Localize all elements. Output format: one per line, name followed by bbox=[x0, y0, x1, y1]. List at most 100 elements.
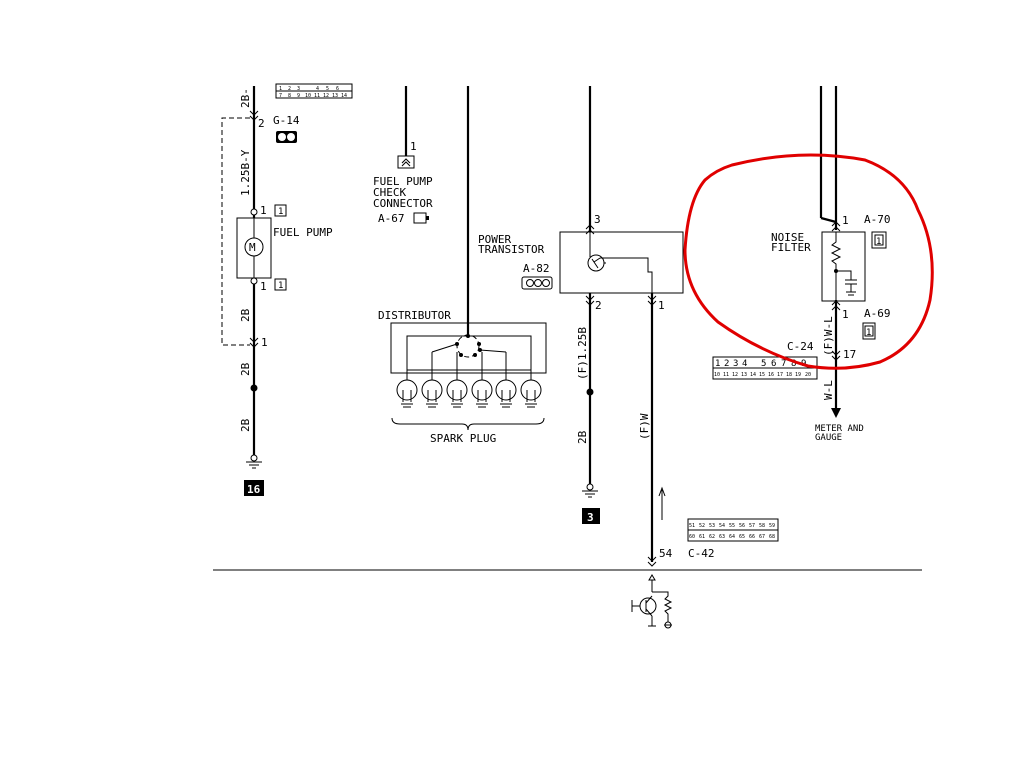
svg-text:7: 7 bbox=[781, 359, 786, 369]
distributor-inner-frame bbox=[406, 335, 532, 371]
svg-text:1: 1 bbox=[410, 140, 417, 153]
svg-text:10: 10 bbox=[305, 93, 311, 99]
ground-code-badge-left bbox=[244, 480, 264, 496]
svg-text:16: 16 bbox=[768, 372, 774, 378]
splice-point-mid bbox=[586, 388, 594, 396]
svg-text:19: 19 bbox=[795, 372, 801, 378]
connector-chevron bbox=[249, 110, 259, 121]
spark-plug-2 bbox=[421, 379, 443, 408]
noise-filter-box bbox=[821, 231, 866, 302]
svg-text:13: 13 bbox=[332, 93, 338, 99]
svg-text:6: 6 bbox=[771, 359, 776, 369]
connector-c42: 54 C-42 51 52 53 54 55 56 57 58 59 60 61… bbox=[647, 518, 779, 567]
svg-text:53: 53 bbox=[709, 523, 715, 529]
connector-a69-icon bbox=[862, 322, 876, 340]
svg-text:8: 8 bbox=[791, 359, 796, 369]
distributor-group: DISTRIBUTOR bbox=[378, 86, 547, 445]
svg-text:1: 1 bbox=[279, 86, 282, 92]
noise-filter-group: 1 A-70 1 NOISE FILTER 1 A-69 1 (F)W-L 17… bbox=[712, 86, 891, 443]
fuel-pump-check-connector: 1 FUEL PUMP CHECK CONNECTOR A-67 bbox=[373, 86, 433, 225]
svg-text:58: 58 bbox=[759, 523, 765, 529]
svg-text:13: 13 bbox=[741, 372, 747, 378]
svg-text:54: 54 bbox=[719, 523, 725, 529]
svg-text:66: 66 bbox=[749, 534, 755, 540]
svg-text:5: 5 bbox=[761, 359, 766, 369]
pin-1c: 1 bbox=[261, 336, 268, 349]
connector-c24-block: 1 2 3 4 5 6 7 8 9 10 11 12 13 14 15 16 1… bbox=[712, 356, 818, 380]
svg-text:1: 1 bbox=[866, 328, 871, 338]
svg-text:3: 3 bbox=[594, 213, 601, 226]
wire-label-2b-low1: 2B bbox=[239, 362, 252, 376]
fuel-pump-label: FUEL PUMP bbox=[273, 226, 333, 239]
svg-text:59: 59 bbox=[769, 523, 775, 529]
splice-point bbox=[250, 384, 258, 392]
wire-label-1-25b-y: 1.25B-Y bbox=[239, 149, 252, 196]
svg-text:1: 1 bbox=[842, 214, 849, 227]
svg-text:CHECK: CHECK bbox=[373, 186, 406, 199]
svg-text:POWER: POWER bbox=[478, 233, 511, 246]
svg-text:57: 57 bbox=[749, 523, 755, 529]
svg-text:3: 3 bbox=[297, 86, 300, 92]
meter-gauge-line1: METER AND bbox=[815, 424, 864, 434]
svg-text:10: 10 bbox=[714, 372, 720, 378]
svg-text:1: 1 bbox=[278, 207, 283, 217]
connector-c42-code: C-42 bbox=[688, 547, 715, 560]
svg-text:1: 1 bbox=[842, 308, 849, 321]
ground-symbol-left bbox=[246, 454, 262, 469]
spark-plug-label: SPARK PLUG bbox=[430, 432, 496, 445]
ground-code-badge-mid bbox=[582, 508, 600, 524]
motor-symbol: M bbox=[249, 241, 256, 254]
svg-text:4: 4 bbox=[742, 359, 747, 369]
meter-arrow bbox=[831, 408, 841, 418]
wire-label-2b-mid: 2B bbox=[239, 308, 252, 322]
svg-text:17: 17 bbox=[843, 348, 856, 361]
spark-plug-brace bbox=[391, 417, 545, 431]
svg-text:60: 60 bbox=[689, 534, 695, 540]
spark-plug-leads bbox=[406, 343, 532, 380]
svg-text:68: 68 bbox=[769, 534, 775, 540]
svg-text:3: 3 bbox=[733, 359, 738, 369]
noise-filter-capacitor bbox=[836, 270, 857, 296]
transistor-symbol bbox=[587, 254, 605, 272]
svg-text:7: 7 bbox=[279, 93, 282, 99]
svg-text:20: 20 bbox=[805, 372, 811, 378]
spark-plug-1 bbox=[396, 379, 418, 408]
ground-symbol-mid bbox=[582, 483, 598, 498]
shield-dashed-line bbox=[221, 117, 250, 346]
svg-text:2: 2 bbox=[288, 86, 291, 92]
svg-text:18: 18 bbox=[786, 372, 792, 378]
red-highlight-circle bbox=[683, 153, 934, 370]
svg-text:65: 65 bbox=[739, 534, 745, 540]
wire-label-f-w-l: (F)W-L bbox=[822, 316, 835, 356]
svg-text:A-82: A-82 bbox=[523, 262, 550, 275]
svg-text:17: 17 bbox=[777, 372, 783, 378]
svg-text:4: 4 bbox=[316, 86, 319, 92]
fuel-pump-circuit: M 1 2 3 4 5 6 7 8 9 10 11 12 13 14 2B- 1… bbox=[221, 83, 353, 496]
svg-text:2: 2 bbox=[595, 299, 602, 312]
connector-a70-icon bbox=[871, 231, 887, 249]
meter-gauge-line2: GAUGE bbox=[815, 433, 842, 443]
wire-label-f-w: (F)W bbox=[638, 413, 651, 440]
distributor-label: DISTRIBUTOR bbox=[378, 309, 451, 322]
svg-text:6: 6 bbox=[336, 86, 339, 92]
spark-plug-4 bbox=[471, 379, 493, 408]
connector-a82-icon bbox=[521, 276, 553, 290]
svg-text:FUEL PUMP: FUEL PUMP bbox=[373, 175, 433, 188]
ground-code-left: 16 bbox=[247, 483, 261, 496]
top-connector-block: 1 2 3 4 5 6 7 8 9 10 11 12 13 14 bbox=[275, 83, 353, 99]
svg-text:C-24: C-24 bbox=[787, 340, 814, 353]
connector-chevron bbox=[249, 337, 259, 348]
wire-label-2b-top: 2B- bbox=[239, 88, 252, 108]
spark-plug-6 bbox=[520, 379, 542, 408]
fuel-pump-joint-top bbox=[250, 208, 258, 216]
ground-code-mid: 3 bbox=[587, 511, 594, 524]
pin-1b: 1 bbox=[260, 280, 267, 293]
svg-text:12: 12 bbox=[323, 93, 329, 99]
wire-label-2b-mid-low: 2B bbox=[576, 430, 589, 444]
svg-text:63: 63 bbox=[719, 534, 725, 540]
svg-text:14: 14 bbox=[341, 93, 347, 99]
svg-text:1: 1 bbox=[658, 299, 665, 312]
pin-2: 2 bbox=[258, 117, 265, 130]
svg-text:1: 1 bbox=[876, 237, 881, 247]
